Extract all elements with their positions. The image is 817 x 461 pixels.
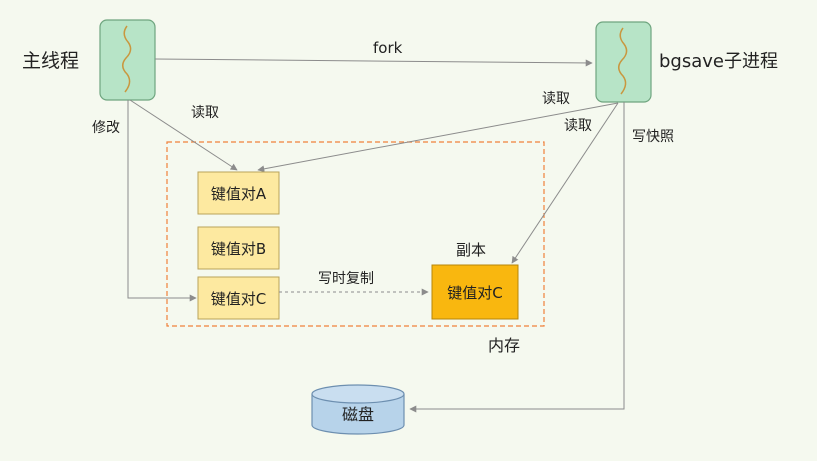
- fork-label: fork: [373, 39, 403, 57]
- disk-icon: [311, 384, 405, 435]
- kv-pair-c: 键值对C: [197, 276, 280, 320]
- write-snapshot-arrow: [409, 102, 625, 413]
- replica-kv-pair: 键值对C: [431, 264, 519, 320]
- child-read-label-2: 读取: [564, 117, 592, 134]
- disk-label: 磁盘: [342, 405, 374, 424]
- main-read-arrow: [129, 99, 238, 171]
- fork-arrow: [154, 58, 593, 67]
- main-read-label: 读取: [191, 104, 219, 121]
- memory-region: [166, 141, 545, 327]
- child-read-arrow-replica: [511, 102, 619, 264]
- modify-label: 修改: [92, 120, 120, 136]
- replica-kv-label: 键值对C: [447, 284, 502, 302]
- replica-label: 副本: [456, 241, 486, 259]
- main-thread-process-icon: [99, 19, 156, 101]
- kv-pair-a-label: 键值对A: [211, 185, 267, 203]
- kv-pair-b: 键值对B: [197, 226, 280, 270]
- kv-pair-c-label: 键值对C: [211, 290, 266, 308]
- copy-on-write-label: 写时复制: [318, 270, 374, 287]
- kv-pair-b-label: 键值对B: [211, 240, 266, 258]
- child-process-label: bgsave子进程: [659, 51, 778, 72]
- main-thread-label: 主线程: [22, 50, 79, 72]
- memory-label: 内存: [488, 336, 520, 355]
- modify-arrow: [127, 100, 197, 302]
- kv-pair-a: 键值对A: [197, 171, 280, 215]
- write-snapshot-label: 写快照: [632, 129, 674, 145]
- child-read-arrow-a: [257, 102, 619, 173]
- child-process-icon: [595, 21, 652, 103]
- child-read-label-1: 读取: [542, 90, 570, 107]
